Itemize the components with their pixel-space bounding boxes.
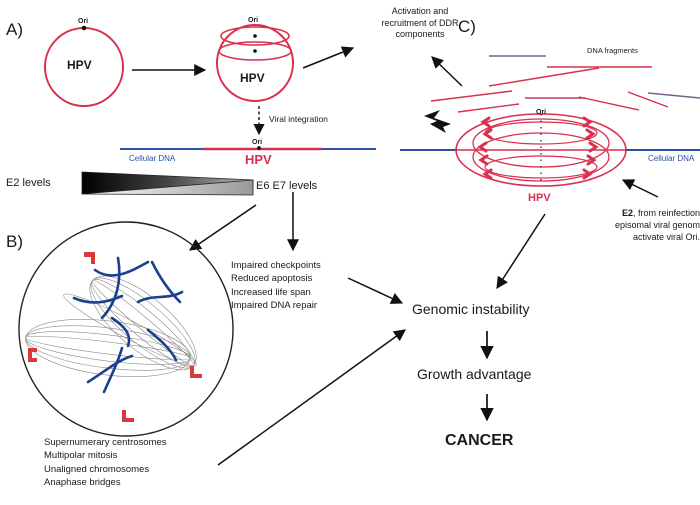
- genomic-instability-label: Genomic instability: [412, 301, 530, 317]
- dna-fragments-label: DNA fragments: [587, 46, 638, 55]
- ori-dot: [81, 25, 87, 31]
- panel-label-c: C): [458, 17, 476, 36]
- replication-forks: [477, 116, 599, 180]
- defect-item: Anaphase bridges: [44, 476, 121, 488]
- defect-item: Multipolar mitosis: [44, 450, 118, 462]
- e2-reinfection-note: E2, from reinfection episomal viral geno…: [614, 208, 700, 242]
- e2-bold-label: E2: [621, 208, 633, 218]
- panel-label-a: A): [6, 20, 23, 39]
- integrated-ori-label: Ori: [252, 139, 263, 146]
- arrow-defects-to-instability: [217, 329, 406, 466]
- integrated-hpv-label: HPV: [245, 152, 272, 167]
- cellular-dna-label-a: Cellular DNA: [129, 154, 176, 163]
- replicating-ori-label: Ori: [248, 17, 259, 24]
- e6e7-levels-wedge: [81, 179, 254, 196]
- effect-item: Reduced apoptosis: [231, 273, 313, 285]
- defect-item: Unaligned chromosomes: [44, 463, 150, 475]
- effect-item: Impaired checkpoints: [231, 260, 321, 271]
- dna-break-lightning-icon: [424, 110, 451, 133]
- cellular-dna-label-c: Cellular DNA: [648, 154, 695, 163]
- integrated-dna-line: [120, 146, 376, 151]
- growth-advantage-label: Growth advantage: [417, 366, 532, 382]
- cancer-label: CANCER: [445, 432, 514, 449]
- e2-levels-label: E2 levels: [6, 177, 51, 189]
- arrow-fragments-to-ddr: [431, 56, 463, 87]
- effect-item: Increased life span: [231, 286, 311, 298]
- supernumerary-centrosomes: [28, 252, 202, 422]
- e6e7-levels-label: E6 E7 levels: [256, 180, 318, 192]
- cell-effects-list: Impaired checkpoints Reduced apoptosis I…: [231, 259, 321, 312]
- arrow-effects-to-instability: [347, 277, 404, 304]
- viral-integration-label: Viral integration: [269, 114, 328, 124]
- c-hpv-label: HPV: [528, 192, 551, 204]
- unaligned-chromosomes: [72, 256, 184, 394]
- arrow-c-to-instability: [496, 213, 546, 290]
- mitotic-defects-list: Supernumerary centrosomes Multipolar mit…: [44, 436, 167, 489]
- mitotic-cell: [18, 221, 234, 437]
- effect-item: Impaired DNA repair: [231, 299, 318, 311]
- panel-label-b: B): [6, 232, 23, 251]
- arrow-to-mitotic-defects: [189, 204, 257, 251]
- arrow-e2-to-ori: [621, 179, 659, 198]
- c-ori-label: Ori: [536, 109, 547, 116]
- ori-label: Ori: [78, 18, 89, 25]
- replicating-hpv-label: HPV: [240, 71, 265, 85]
- ddr-activation-label: Activation and recruitment of DDR compon…: [381, 6, 459, 39]
- dna-fragments: [430, 55, 700, 113]
- arrow-to-ddr-activation: [302, 46, 355, 69]
- hpv-episome-label: HPV: [67, 58, 92, 72]
- defect-item: Supernumerary centrosomes: [44, 437, 167, 448]
- replicating-episome: [216, 24, 294, 102]
